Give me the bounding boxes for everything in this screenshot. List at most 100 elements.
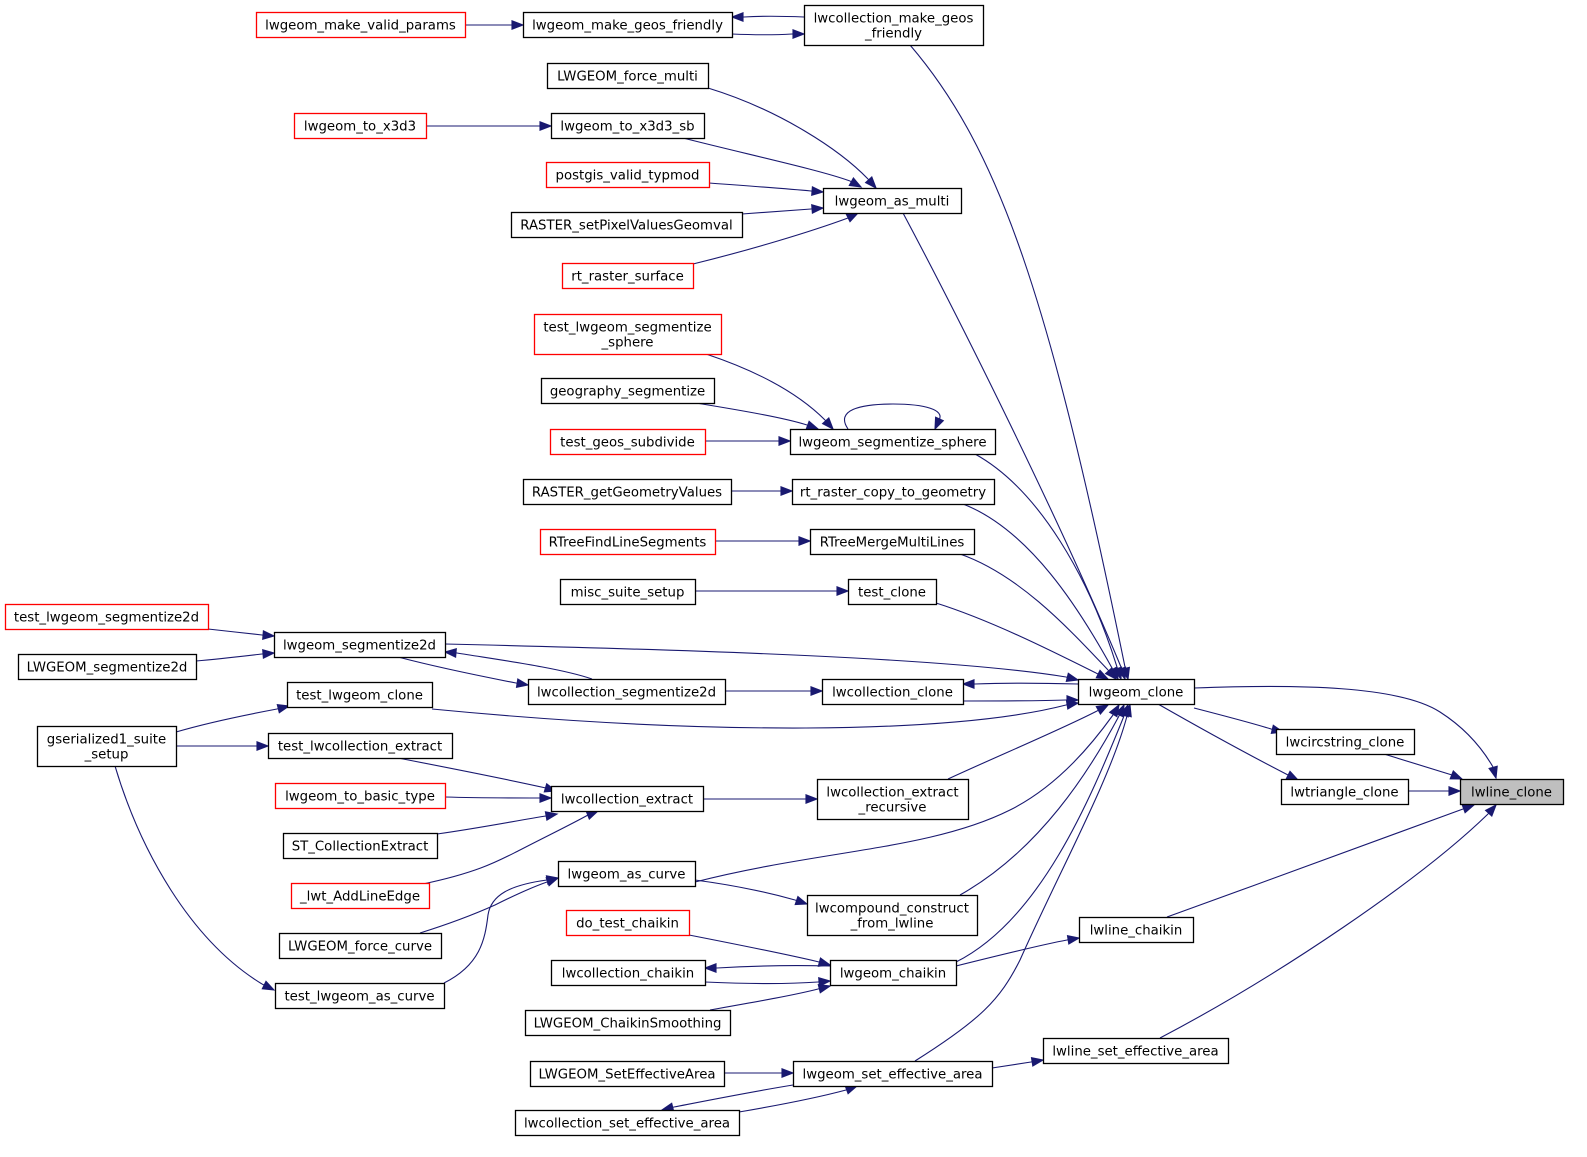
node-misc_suite_setup[interactable]: misc_suite_setup <box>559 578 697 606</box>
node-box <box>286 681 434 709</box>
node-RTreeMergeMultiLines[interactable]: RTreeMergeMultiLines <box>809 528 976 556</box>
node-lwcircstring_clone[interactable]: lwcircstring_clone <box>1275 728 1416 756</box>
node-LWGEOM_force_curve[interactable]: LWGEOM_force_curve <box>278 932 443 960</box>
node-LWGEOM_SetEffectiveArea[interactable]: LWGEOM_SetEffectiveArea <box>529 1060 726 1088</box>
arrowhead <box>539 793 553 803</box>
node-gserialized1_suite_setup[interactable]: gserialized1_suite_setup <box>36 725 178 768</box>
node-test_geos_subdivide[interactable]: test_geos_subdivide <box>549 428 707 456</box>
arrowhead <box>730 12 744 22</box>
node-test_clone[interactable]: test_clone <box>847 578 938 606</box>
node-test_lwgeom_clone[interactable]: test_lwgeom_clone <box>286 681 434 709</box>
node-LWGEOM_segmentize2d[interactable]: LWGEOM_segmentize2d <box>17 653 198 681</box>
edge-lwgeom_make_geos_friendly-to-lwcollection_make_geos_friendly <box>731 29 806 39</box>
node-postgis_valid_typmod[interactable]: postgis_valid_typmod <box>545 161 711 189</box>
node-label: postgis_valid_typmod <box>556 169 700 184</box>
node-test_lwgeom_segmentize2d[interactable]: test_lwgeom_segmentize2d <box>4 603 210 631</box>
node-lwgeom_as_multi[interactable]: lwgeom_as_multi <box>822 187 963 215</box>
node-box <box>524 1009 732 1037</box>
node-label: lwcollection_extract <box>561 793 693 808</box>
node-lwgeom_clone[interactable]: lwgeom_clone <box>1077 678 1196 706</box>
arrowhead <box>1285 770 1300 781</box>
node-LWGEOM_ChaikinSmoothing[interactable]: LWGEOM_ChaikinSmoothing <box>524 1009 732 1037</box>
arrowhead <box>1095 704 1110 715</box>
node-lwcompound_construct_from_lwline[interactable]: lwcompound_construct_from_lwline <box>806 894 979 937</box>
arrowhead <box>781 1068 795 1078</box>
arrowhead <box>1095 669 1110 680</box>
node-label: RASTER_getGeometryValues <box>532 486 722 501</box>
node-label: lwgeom_make_valid_params <box>265 19 456 34</box>
edge-lwgeom_segmentize2d-to-lwcollection_segmentize2d <box>397 656 530 688</box>
node-lwgeom_set_effective_area[interactable]: lwgeom_set_effective_area <box>792 1060 994 1088</box>
edge-lwcollection_segmentize2d-to-lwgeom_segmentize2d <box>443 647 593 680</box>
node-lwline_set_effective_area[interactable]: lwline_set_effective_area <box>1042 1037 1230 1065</box>
edge-test_lwgeom_clone-to-lwgeom_clone <box>431 700 1080 729</box>
edge-lwcollection_chaikin-to-lwgeom_chaikin <box>704 976 832 987</box>
nodes-layer: lwline_clone lwgeom_clone lwcircstring_clo… <box>4 4 1565 1137</box>
node-LWGEOM_force_multi[interactable]: LWGEOM_force_multi <box>546 62 710 90</box>
node-lwgeom_as_curve[interactable]: lwgeom_as_curve <box>557 860 697 888</box>
node-do_test_chaikin[interactable]: do_test_chaikin <box>565 909 691 937</box>
node-lwcollection_make_geos_friendly[interactable]: lwcollection_make_geos_friendly <box>803 4 985 47</box>
node-lwgeom_to_basic_type[interactable]: lwgeom_to_basic_type <box>274 782 447 810</box>
edge-line <box>1159 813 1489 1039</box>
arrowhead <box>864 176 878 190</box>
edge-line <box>694 879 796 901</box>
node-geography_segmentize[interactable]: geography_segmentize <box>540 377 716 405</box>
node-lwgeom_to_x3d3_sb[interactable]: lwgeom_to_x3d3_sb <box>550 112 706 140</box>
arrowhead <box>848 177 863 188</box>
node-lwcollection_set_effective_area[interactable]: lwcollection_set_effective_area <box>514 1109 741 1137</box>
node-lwcollection_extract[interactable]: lwcollection_extract <box>550 785 705 813</box>
node-lwgeom_segmentize2d[interactable]: lwgeom_segmentize2d <box>273 631 447 659</box>
edge-line <box>962 699 1067 702</box>
node-test_lwcollection_extract[interactable]: test_lwcollection_extract <box>267 732 454 760</box>
node-box <box>514 1109 741 1137</box>
arrowhead <box>256 741 270 751</box>
node-box <box>791 478 996 506</box>
node-box <box>527 678 727 706</box>
node-lwgeom_chaikin[interactable]: lwgeom_chaikin <box>829 959 958 987</box>
node-test_lwgeom_segmentize_sphere[interactable]: test_lwgeom_segmentize_sphere <box>533 313 723 356</box>
node-label: lwcollection_clone <box>832 686 953 701</box>
edge-lwcollection_clone-to-lwgeom_clone <box>962 695 1080 705</box>
node-lwcollection_clone[interactable]: lwcollection_clone <box>821 678 965 706</box>
edge-line <box>974 682 1079 685</box>
node-rt_raster_copy_to_geometry[interactable]: rt_raster_copy_to_geometry <box>791 478 996 506</box>
node-label: test_geos_subdivide <box>560 436 695 451</box>
node-box <box>17 653 198 681</box>
node-RASTER_getGeometryValues[interactable]: RASTER_getGeometryValues <box>522 478 733 506</box>
node-label: lwtriangle_clone <box>1290 786 1398 801</box>
node-test_lwgeom_as_curve[interactable]: test_lwgeom_as_curve <box>274 982 446 1010</box>
node-RASTER_setPixelValuesGeomval[interactable]: RASTER_setPixelValuesGeomval <box>510 211 744 239</box>
node-lwgeom_make_valid_params[interactable]: lwgeom_make_valid_params <box>255 11 467 39</box>
node-label: LWGEOM_ChaikinSmoothing <box>534 1017 722 1032</box>
node-box <box>789 428 997 456</box>
node-ST_CollectionExtract[interactable]: ST_CollectionExtract <box>282 832 439 860</box>
node-lwgeom_to_x3d3[interactable]: lwgeom_to_x3d3 <box>293 112 428 140</box>
edge-line <box>909 44 1126 668</box>
node-label: lwcollection_make_geos_friendly <box>814 12 974 42</box>
node-RTreeFindLineSegments[interactable]: RTreeFindLineSegments <box>539 528 717 556</box>
arrowhead <box>539 121 553 131</box>
arrowhead <box>1122 703 1132 718</box>
arrowhead <box>443 647 457 658</box>
node-box <box>540 377 716 405</box>
edge-line <box>397 656 517 684</box>
node-label: lwcompound_construct_from_lwline <box>815 902 969 932</box>
node-lwtriangle_clone[interactable]: lwtriangle_clone <box>1280 778 1410 806</box>
node-lwline_clone[interactable]: lwline_clone <box>1459 778 1565 806</box>
node-rt_raster_surface[interactable]: rt_raster_surface <box>561 262 695 290</box>
node-box <box>4 603 210 631</box>
edge-line <box>707 87 869 180</box>
node-lwcollection_chaikin[interactable]: lwcollection_chaikin <box>550 959 707 987</box>
edge-lwgeom_as_curve-to-lwcompound_construct_from_lwline <box>694 879 809 906</box>
node-lwgeom_make_geos_friendly[interactable]: lwgeom_make_geos_friendly <box>522 11 734 39</box>
node-_lwt_AddLineEdge[interactable]: _lwt_AddLineEdge <box>290 882 431 910</box>
arrowhead <box>1065 672 1080 683</box>
node-lwline_chaikin[interactable]: lwline_chaikin <box>1078 916 1195 944</box>
node-lwcollection_extract_recursive[interactable]: lwcollection_extract_recursive <box>816 778 970 821</box>
node-lwgeom_segmentize_sphere[interactable]: lwgeom_segmentize_sphere <box>789 428 997 456</box>
edge-line <box>1157 703 1289 776</box>
node-lwcollection_segmentize2d[interactable]: lwcollection_segmentize2d <box>527 678 727 706</box>
arrowhead <box>818 976 832 987</box>
